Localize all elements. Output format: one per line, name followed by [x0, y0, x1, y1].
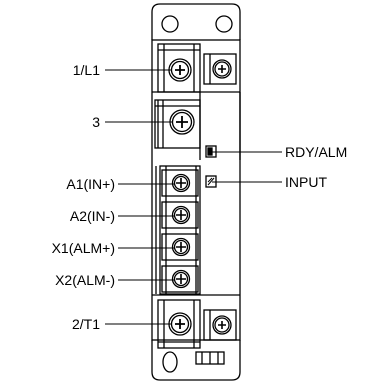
- label-a1: A1(IN+): [66, 176, 115, 192]
- mounting-hole-top-left: [161, 15, 179, 33]
- label-a2: A2(IN-): [70, 208, 115, 224]
- mounting-hole-top-right: [215, 15, 233, 33]
- terminal-block-3: [154, 99, 201, 149]
- ground-terminal-top: [203, 53, 237, 85]
- terminal-block-l1: [157, 43, 201, 93]
- label-rdy-alm: RDY/ALM: [285, 144, 347, 160]
- screw-x2: [171, 269, 191, 289]
- signal-terminal-strip: [159, 165, 201, 295]
- ground-terminal-bottom: [203, 309, 237, 341]
- label-t1: 2/T1: [72, 316, 100, 332]
- screw-a2: [171, 205, 191, 225]
- mounting-plate-bottom: [151, 340, 241, 381]
- mounting-plate-top: [151, 3, 241, 40]
- device-body: [151, 39, 241, 341]
- label-3: 3: [92, 114, 100, 130]
- label-input: INPUT: [285, 174, 327, 190]
- label-l1: 1/L1: [73, 62, 100, 78]
- label-x1: X1(ALM+): [52, 240, 115, 256]
- mounting-hole-bottom: [162, 351, 178, 373]
- screw-x1: [171, 237, 191, 257]
- screw-a1: [171, 173, 191, 193]
- label-x2: X2(ALM-): [55, 272, 115, 288]
